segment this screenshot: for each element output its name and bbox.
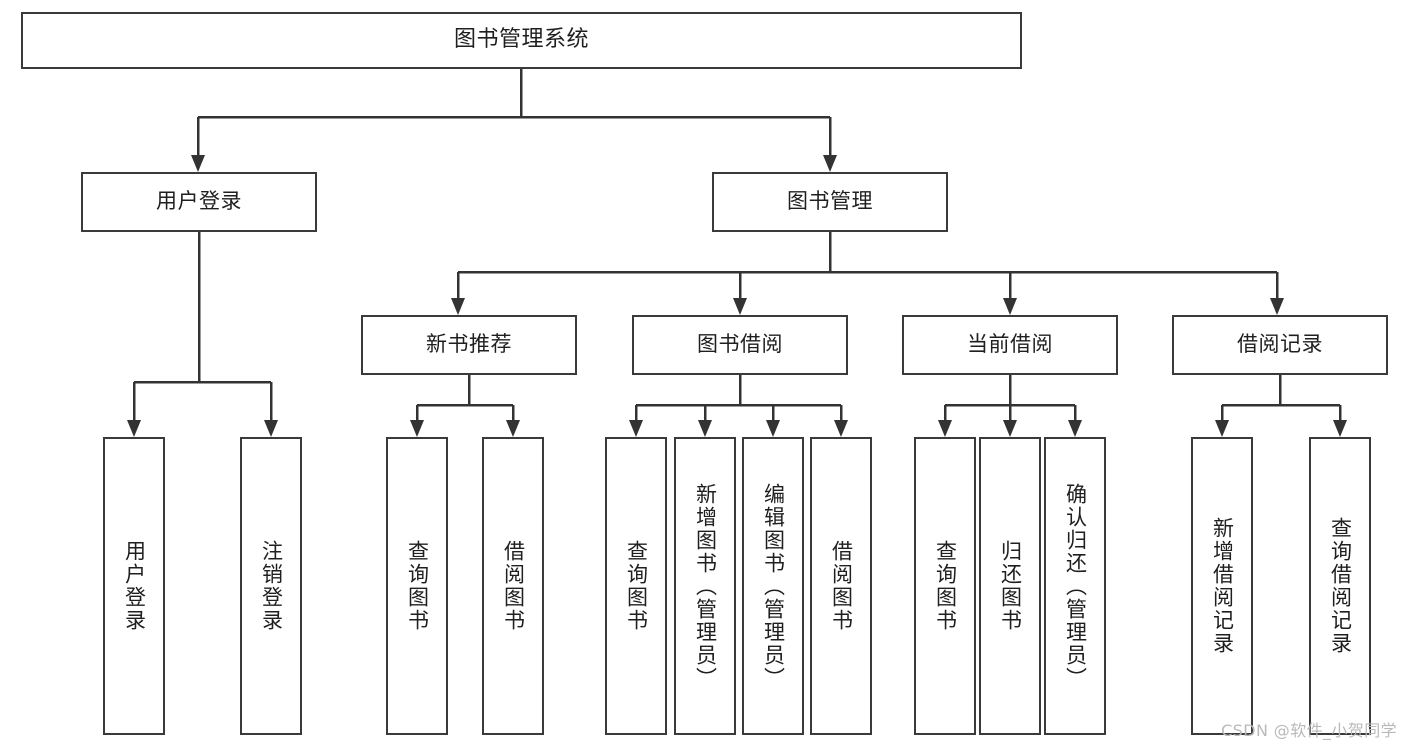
node-leaf-查询借阅记录-12: 查询借阅记录 (1309, 437, 1371, 735)
connector-arrowhead-level2_to_level3-0 (451, 298, 465, 315)
node-leaf-查询图书-4: 查询图书 (605, 437, 667, 735)
node-level3-借阅记录-3: 借阅记录 (1172, 315, 1388, 375)
node-leaf-借阅图书-3: 借阅图书 (482, 437, 544, 735)
node-leaf-编辑图书管理员-6: 编辑图书（管理员） (742, 437, 804, 735)
node-leaf-新增图书管理员-5: 新增图书（管理员） (674, 437, 736, 735)
node-label: 查询图书 (624, 540, 649, 632)
node-label: 新增图书（管理员） (693, 482, 718, 690)
node-leaf-用户登录-0: 用户登录 (103, 437, 165, 735)
node-label: 用户登录 (122, 540, 147, 632)
connector-arrowhead-root_to_level2-1 (823, 155, 837, 172)
connector-arrowhead-record_to_leaves-0 (1215, 420, 1229, 437)
node-level3-当前借阅-2: 当前借阅 (902, 315, 1118, 375)
node-label: 借阅图书 (501, 540, 526, 632)
node-leaf-借阅图书-7: 借阅图书 (810, 437, 872, 735)
node-label: 注销登录 (259, 540, 284, 632)
connector-arrowhead-current_to_leaves-2 (1068, 420, 1082, 437)
node-leaf-确认归还管理员-10: 确认归还（管理员） (1044, 437, 1106, 735)
node-label: 借阅记录 (1237, 332, 1323, 357)
node-level2-图书管理-1: 图书管理 (712, 172, 948, 232)
node-label: 查询图书 (933, 540, 958, 632)
node-label: 归还图书 (998, 540, 1023, 632)
connector-arrowhead-level2_to_level3-3 (1270, 298, 1284, 315)
node-level3-新书推荐-0: 新书推荐 (361, 315, 577, 375)
node-label: 图书管理系统 (453, 27, 589, 53)
node-label: 图书借阅 (697, 332, 783, 357)
node-root-图书管理系统-0: 图书管理系统 (21, 12, 1022, 69)
connector-arrowhead-newbook_to_leaves-1 (506, 420, 520, 437)
node-level3-图书借阅-1: 图书借阅 (632, 315, 848, 375)
node-label: 确认归还（管理员） (1063, 482, 1088, 690)
node-leaf-注销登录-1: 注销登录 (240, 437, 302, 735)
connector-arrowhead-userlogin_to_leaves-0 (127, 420, 141, 437)
node-leaf-查询图书-8: 查询图书 (914, 437, 976, 735)
node-label: 当前借阅 (967, 332, 1053, 357)
node-leaf-归还图书-9: 归还图书 (979, 437, 1041, 735)
connector-arrowhead-current_to_leaves-0 (938, 420, 952, 437)
node-leaf-查询图书-2: 查询图书 (386, 437, 448, 735)
connector-arrowhead-root_to_level2-0 (191, 155, 205, 172)
node-leaf-新增借阅记录-11: 新增借阅记录 (1191, 437, 1253, 735)
connector-arrowhead-level2_to_level3-2 (1003, 298, 1017, 315)
connector-arrowhead-borrow_to_leaves-2 (766, 420, 780, 437)
node-label: 用户登录 (156, 189, 242, 214)
node-level2-用户登录-0: 用户登录 (81, 172, 317, 232)
connector-arrowhead-record_to_leaves-1 (1333, 420, 1347, 437)
node-label: 借阅图书 (829, 540, 854, 632)
node-label: 查询图书 (405, 540, 430, 632)
connector-arrowhead-level2_to_level3-1 (733, 298, 747, 315)
csdn-watermark: CSDN @软件_小贺同学 (1221, 721, 1397, 740)
connector-arrowhead-userlogin_to_leaves-1 (264, 420, 278, 437)
connector-arrowhead-borrow_to_leaves-3 (834, 420, 848, 437)
node-label: 新书推荐 (426, 332, 512, 357)
connector-arrowhead-borrow_to_leaves-1 (698, 420, 712, 437)
connector-arrowhead-current_to_leaves-1 (1003, 420, 1017, 437)
node-label: 图书管理 (787, 189, 873, 214)
node-label: 编辑图书（管理员） (761, 482, 786, 690)
node-label: 新增借阅记录 (1210, 517, 1235, 655)
connector-arrowhead-borrow_to_leaves-0 (629, 420, 643, 437)
connector-arrowhead-newbook_to_leaves-0 (410, 420, 424, 437)
node-label: 查询借阅记录 (1328, 517, 1353, 655)
